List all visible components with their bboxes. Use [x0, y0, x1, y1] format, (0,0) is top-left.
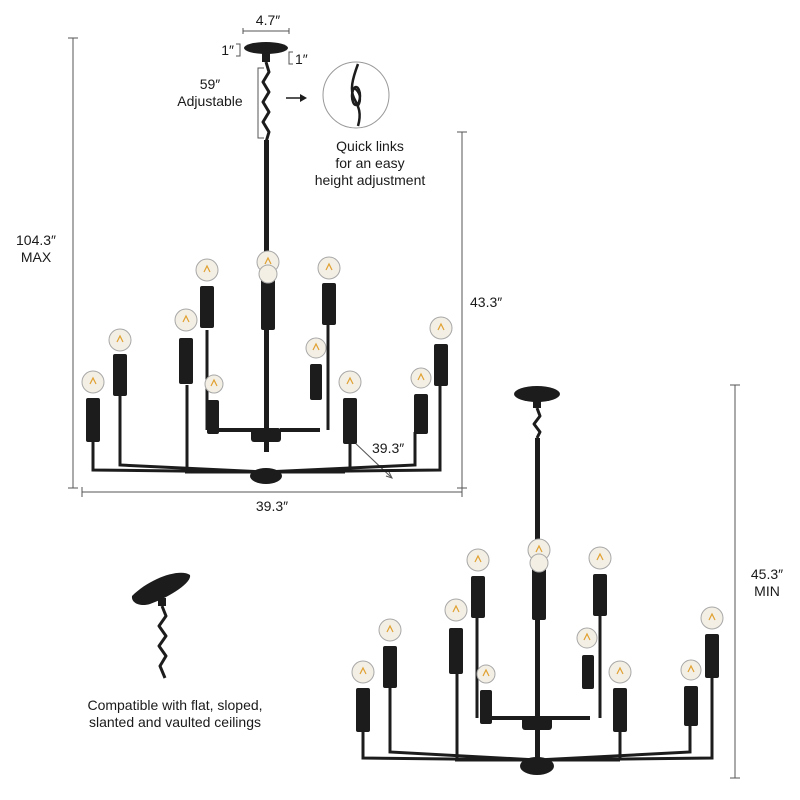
canopy-width-line [242, 28, 290, 34]
ceiling-compatibility-line-1: Compatible with flat, sloped, [87, 697, 263, 713]
max-height-label: 104.3″ [16, 232, 56, 248]
max-height-note: MAX [20, 249, 52, 265]
quick-links-line-3: height adjustment [314, 172, 426, 188]
min-height-label: 45.3″ [750, 566, 784, 582]
sockets-lower [86, 344, 448, 444]
canopy-height-right-tick [288, 51, 293, 65]
sloped-canopy-detail [131, 572, 191, 679]
quick-links-line-2: for an easy [335, 155, 405, 171]
min-height-note: MIN [754, 583, 780, 599]
chain-link-detail-icon [322, 61, 390, 129]
filaments-min [359, 544, 716, 677]
max-height-line [68, 37, 78, 489]
width-line [81, 487, 463, 497]
quick-links-line-1: Quick links [336, 138, 404, 154]
canopy-height-left-tick [236, 43, 241, 57]
filaments [89, 256, 445, 387]
sockets-middle [179, 338, 322, 434]
depth-label: 39.3″ [372, 440, 405, 456]
canopy-width-label: 4.7″ [255, 12, 281, 28]
arrow-icon [286, 94, 307, 102]
body-height-label: 43.3″ [470, 294, 503, 310]
chandelier-min-length [351, 386, 724, 775]
canopy-height-left-label: 1″ [221, 42, 234, 58]
chain-length-label: 59″ [199, 76, 221, 92]
chandelier-full-length [81, 42, 453, 484]
depth-arrow [385, 471, 393, 479]
ceiling-compatibility-line-2: slanted and vaulted ceilings [88, 714, 261, 730]
sockets-min [356, 566, 719, 732]
body-height-line [457, 131, 467, 489]
sockets-upper [200, 278, 336, 330]
canopy-height-right-label: 1″ [295, 51, 308, 67]
chain-adjustable-label: Adjustable [177, 93, 243, 109]
bulbs [81, 250, 453, 394]
dimension-lines [68, 28, 740, 779]
chain-bracket [257, 67, 264, 139]
width-label: 39.3″ [255, 498, 289, 514]
min-height-line [730, 384, 740, 779]
bulbs-min [351, 538, 724, 684]
